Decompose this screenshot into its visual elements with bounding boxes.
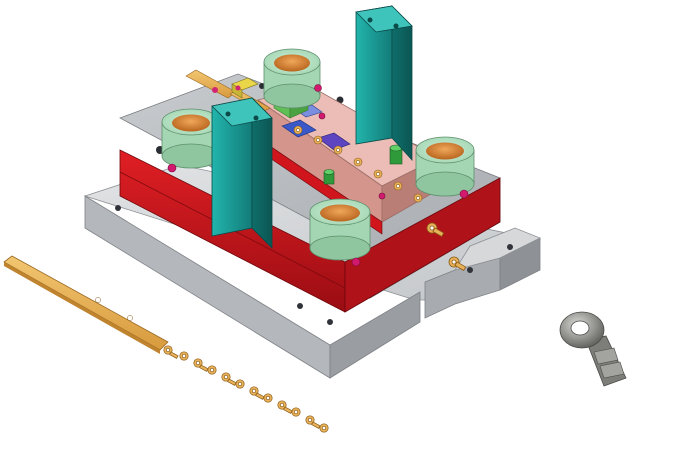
heel-block-front [211, 97, 273, 249]
guide-bushing-front [309, 198, 371, 261]
guide-bushing-left [161, 108, 221, 169]
strip-stock-layout [3, 255, 169, 354]
strip-terminal-progression [163, 345, 329, 433]
ejected-terminals [426, 222, 467, 272]
strip-terminals-on-die [293, 125, 423, 203]
guide-bushing-back [263, 48, 321, 109]
finished-ring-terminal [559, 311, 627, 387]
heel-block-back [355, 5, 413, 162]
guide-bushing-right [415, 136, 475, 197]
